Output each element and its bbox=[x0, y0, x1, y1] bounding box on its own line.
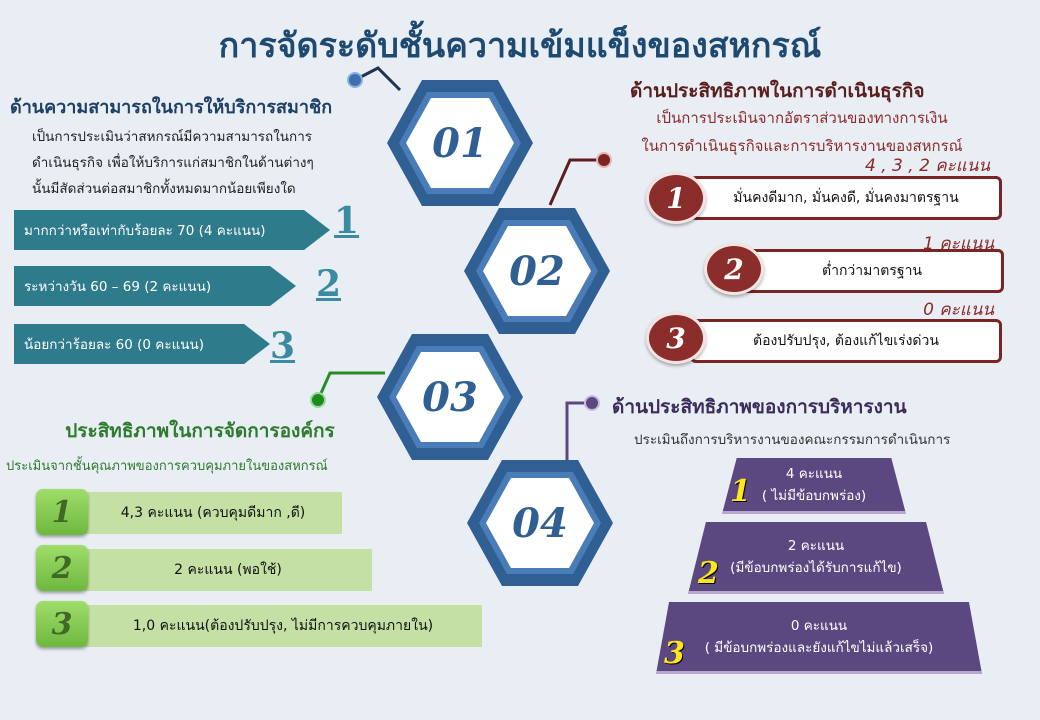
section2-level-3-number: 3 bbox=[646, 312, 706, 364]
section1-level-1-number: 1 bbox=[334, 200, 360, 242]
section2-title: ด้านประสิทธิภาพในการดำเนินธุรกิจ bbox=[630, 80, 925, 102]
hexagon-shape bbox=[464, 208, 610, 334]
section4-level-3-score: 0 คะแนน bbox=[790, 617, 848, 634]
section3-title: ประสิทธิภาพในการจัดการองค์กร bbox=[65, 420, 335, 442]
section2-level-2-number: 2 bbox=[704, 243, 764, 295]
hexagon-label: 02 bbox=[509, 247, 565, 295]
section4-description: ประเมินถึงการบริหารงานของคณะกรรมการดำเนิ… bbox=[634, 432, 951, 448]
section2-level-1-number: 1 bbox=[646, 172, 706, 224]
section1-desc-line: เป็นการประเมินว่าสหกรณ์มีความสามารถในการ bbox=[32, 129, 313, 145]
section4-level-3-text: ( มีข้อบกพร่องและยังแก้ไขไม่แล้วเสร็จ) bbox=[704, 639, 934, 656]
section1-level-3: น้อยกว่าร้อยละ 60 (0 คะแนน) bbox=[14, 324, 270, 364]
section1-level-2: ระหว่างวัน 60 – 69 (2 คะแนน) bbox=[14, 266, 296, 306]
section3-level-2: 2 คะแนน (พอใช้) bbox=[84, 549, 372, 591]
section4-level-2: 2 คะแนน (มีข้อบกพร่องได้รับการแก้ไข) bbox=[688, 522, 944, 594]
section1-level-2-number: 2 bbox=[316, 263, 342, 305]
hexagon-shape bbox=[387, 80, 533, 206]
section2-level-2: ต่ำกว่ามาตรฐาน bbox=[740, 249, 1004, 293]
section2-level-3: ต้องปรับปรุง, ต้องแก้ไขเร่งด่วน bbox=[690, 319, 1002, 363]
section4-level-3-number: 3 bbox=[664, 636, 685, 671]
section3-level-3: 1,0 คะแนน(ต้องปรับปรุง, ไม่มีการควบคุมภา… bbox=[84, 605, 482, 647]
section4-level-1-number: 1 bbox=[730, 474, 751, 509]
section2-description: เป็นการประเมินจากอัตราส่วนของทางการเงิน … bbox=[612, 104, 992, 160]
page-title: การจัดระดับชั้นความเข้มแข็งของสหกรณ์ bbox=[218, 26, 822, 66]
hexagon-shape bbox=[467, 460, 613, 586]
section4-level-2-score: 2 คะแนน bbox=[787, 537, 845, 554]
section1-level-3-number: 3 bbox=[270, 325, 296, 367]
section2-desc-line: ในการดำเนินธุรกิจและการบริหารงานของสหกรณ… bbox=[641, 137, 963, 155]
hexagon-02: 02 bbox=[462, 206, 612, 336]
section3-level-2-number: 2 bbox=[36, 545, 88, 591]
section4-level-1-text: ( ไม่มีข้อบกพร่อง) bbox=[761, 487, 867, 504]
section2-level-1-score: 4 , 3 , 2 คะแนน bbox=[865, 156, 990, 176]
hexagon-label: 04 bbox=[512, 499, 568, 547]
section4-level-3: 0 คะแนน ( มีข้อบกพร่องและยังแก้ไขไม่แล้ว… bbox=[656, 602, 982, 674]
hexagon-label: 01 bbox=[432, 119, 488, 167]
hexagon-04: 04 bbox=[465, 458, 615, 588]
section1-title: ด้านความสามารถในการให้บริการสมาชิก bbox=[10, 97, 333, 118]
hexagon-01: 01 bbox=[385, 78, 535, 208]
section2-desc-line: เป็นการประเมินจากอัตราส่วนของทางการเงิน bbox=[656, 109, 948, 127]
section1-description: เป็นการประเมินว่าสหกรณ์มีความสามารถในการ… bbox=[32, 124, 372, 202]
section4-level-2-text: (มีข้อบกพร่องได้รับการแก้ไข) bbox=[730, 559, 902, 576]
section3-level-1: 4,3 คะแนน (ควบคุมดีมาก ,ดี) bbox=[84, 492, 342, 534]
section4-title: ด้านประสิทธิภาพของการบริหารงาน bbox=[612, 396, 907, 418]
section3-level-3-number: 3 bbox=[36, 601, 88, 647]
section1-desc-line: นั้นมีสัดส่วนต่อสมาชิกทั้งหมดมากน้อยเพีย… bbox=[32, 181, 296, 197]
section2-level-3-score: 0 คะแนน bbox=[923, 300, 994, 320]
section4-level-1: 4 คะแนน ( ไม่มีข้อบกพร่อง) bbox=[722, 458, 906, 514]
hexagon-03: 03 bbox=[375, 332, 525, 462]
section1-desc-line: ดำเนินธุรกิจ เพื่อให้บริการแก่สมาชิกในด้… bbox=[32, 155, 314, 171]
section1-level-1: มากกว่าหรือเท่ากับร้อยละ 70 (4 คะแนน) bbox=[14, 210, 330, 250]
section4-level-1-score: 4 คะแนน bbox=[785, 465, 843, 482]
section3-description: ประเมินจากชั้นคุณภาพของการควบคุมภายในของ… bbox=[6, 459, 328, 474]
hexagon-shape bbox=[377, 334, 523, 460]
section4-level-2-number: 2 bbox=[698, 556, 719, 591]
hexagon-label: 03 bbox=[422, 373, 478, 421]
section3-level-1-number: 1 bbox=[36, 489, 88, 535]
section2-level-1: มั่นคงดีมาก, มั่นคงดี, มั่นคงมาตรฐาน bbox=[690, 176, 1002, 220]
